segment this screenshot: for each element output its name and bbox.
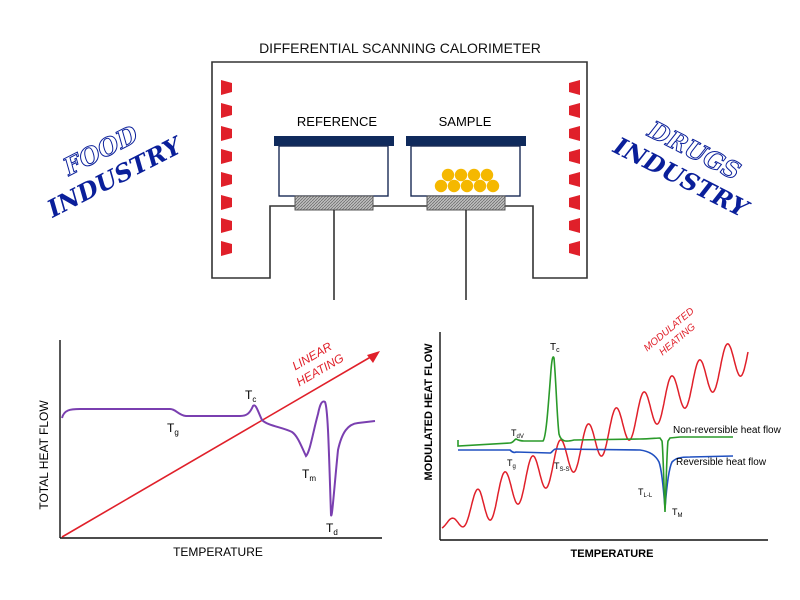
total-heat-flow-chart: TOTAL HEAT FLOW TEMPERATURE LINEAR HEATI… (37, 339, 382, 559)
sample-particles (434, 168, 500, 193)
linear-heating-label: LINEAR HEATING (290, 339, 346, 389)
sample-lid (406, 136, 526, 146)
right-tll-label: TL-L (638, 487, 653, 499)
diagram-title: DIFFERENTIAL SCANNING CALORIMETER (259, 40, 541, 56)
reversible-heat-flow-curve (458, 448, 734, 509)
reference-pan (278, 145, 389, 197)
linear-heating-line (61, 354, 375, 538)
non-reversible-legend: Non-reversible heat flow (673, 425, 782, 436)
left-x-label: TEMPERATURE (173, 545, 263, 559)
drugs-industry-slogan: DRUGS INDUSTRY (608, 114, 755, 225)
right-heater-elements (569, 80, 580, 256)
left-tc-label: Tc (245, 388, 256, 404)
right-tc-label: Tc (550, 342, 560, 354)
reference-lid (274, 136, 394, 146)
left-tg-label: Tg (167, 421, 179, 437)
sample-sensor (426, 195, 506, 211)
left-heater-elements (221, 80, 232, 256)
modulated-heat-flow-chart: MODULATED HEAT FLOW TEMPERATURE MODULATE… (423, 306, 782, 560)
left-y-label: TOTAL HEAT FLOW (37, 400, 51, 510)
left-tm-label: Tm (302, 467, 316, 483)
right-tm-label: TM (672, 507, 683, 519)
sample-label: SAMPLE (439, 114, 492, 129)
modulated-heating-label: MODULATED HEATING (642, 306, 698, 358)
right-y-label: MODULATED HEAT FLOW (423, 343, 435, 481)
reversible-legend: Reversible heat flow (676, 457, 767, 468)
right-x-label: TEMPERATURE (571, 548, 654, 560)
furnace-outline (211, 61, 588, 279)
food-industry-slogan: FOOD INDUSTRY (41, 119, 188, 224)
reference-sensor (294, 195, 374, 211)
non-reversible-heat-flow-curve (457, 356, 733, 513)
linear-heating-arrowhead (367, 351, 380, 363)
right-tg-label: Tg (507, 458, 516, 470)
total-heat-flow-curve (61, 400, 376, 517)
left-td-label: Td (326, 521, 338, 537)
right-tdv-label: TdV (511, 428, 524, 440)
right-tss-label: TS-S (554, 461, 570, 473)
reference-label: REFERENCE (297, 114, 378, 129)
